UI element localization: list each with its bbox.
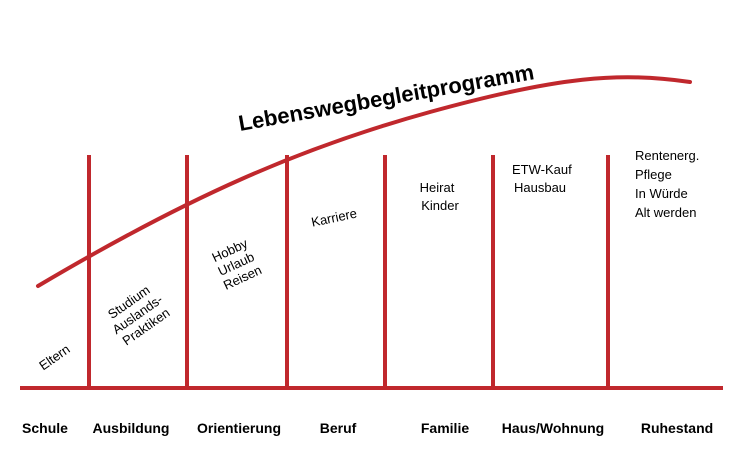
- note-etw-kauf: ETW-Kauf: [512, 162, 572, 177]
- stage-notes-orientierung: Hobby Urlaub Reisen: [210, 235, 264, 292]
- stage-notes-familie: Heirat Kinder: [420, 180, 460, 213]
- note-pflege: Pflege: [635, 167, 672, 182]
- stage-label-ruhestand: Ruhestand: [641, 420, 713, 436]
- stage-notes-beruf: Karriere: [310, 205, 358, 229]
- note-alt-werden: Alt werden: [635, 205, 696, 220]
- note-eltern: Eltern: [36, 341, 72, 373]
- stage-label-schule: Schule: [22, 420, 68, 436]
- note-heirat: Heirat: [420, 180, 455, 195]
- note-in-wuerde: In Würde: [635, 186, 688, 201]
- stage-label-beruf: Beruf: [320, 420, 357, 436]
- stage-label-ausbildung: Ausbildung: [93, 420, 170, 436]
- stage-notes-ruhestand: Rentenerg. Pflege In Würde Alt werden: [635, 148, 699, 220]
- stage-notes-haus-wohnung: ETW-Kauf Hausbau: [512, 162, 572, 195]
- note-kinder: Kinder: [421, 198, 459, 213]
- stage-label-haus-wohnung: Haus/Wohnung: [502, 420, 604, 436]
- note-hausbau: Hausbau: [514, 180, 566, 195]
- note-rentenerg: Rentenerg.: [635, 148, 699, 163]
- stage-notes-ausbildung: Studium Auslands- Praktiken: [105, 282, 173, 348]
- note-karriere: Karriere: [310, 205, 358, 229]
- stage-label-orientierung: Orientierung: [197, 420, 281, 436]
- stage-label-familie: Familie: [421, 420, 469, 436]
- stage-notes-schule: Eltern: [36, 341, 72, 373]
- life-curve: [36, 75, 692, 288]
